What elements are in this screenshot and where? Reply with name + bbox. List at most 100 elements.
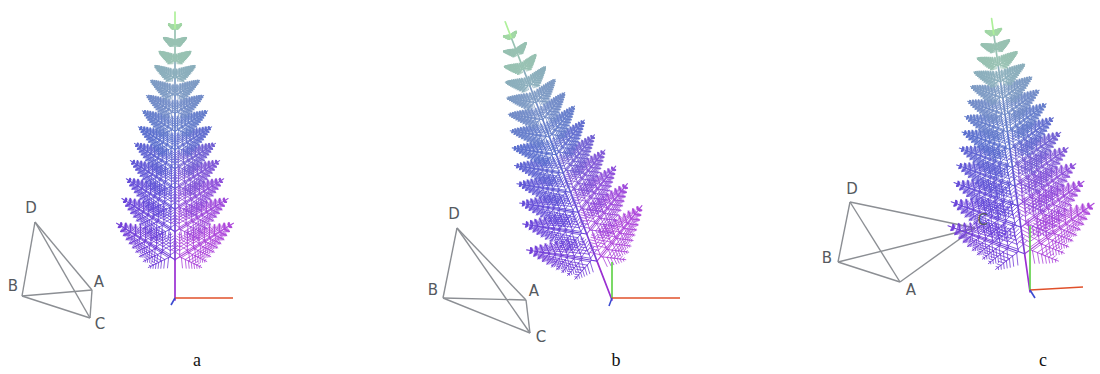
axis-line xyxy=(1030,290,1035,298)
vertex-label: B xyxy=(822,251,832,266)
fern-strokes xyxy=(972,85,1004,104)
axis-line xyxy=(171,298,175,305)
fern-strokes xyxy=(155,66,176,82)
fern-strokes xyxy=(1001,82,1003,98)
fern-strokes xyxy=(140,127,178,156)
tetrahedron-edge xyxy=(838,228,975,262)
fern-strokes xyxy=(168,24,175,28)
vertex-label: C xyxy=(95,317,105,332)
tetrahedron-edge xyxy=(850,202,900,282)
fern-strokes xyxy=(969,100,1006,123)
vertex-label: C xyxy=(536,330,546,345)
fern-strokes xyxy=(174,12,176,28)
axis-line xyxy=(612,297,680,299)
fern-strokes xyxy=(511,31,516,37)
fern-strokes xyxy=(526,213,587,250)
fern-strokes xyxy=(174,189,176,210)
fern-strokes xyxy=(174,169,176,189)
fern-strokes xyxy=(505,22,511,38)
fern-strokes xyxy=(173,127,211,156)
vertex-label: A xyxy=(94,275,104,290)
fern-strokes xyxy=(174,62,176,79)
fern-strokes xyxy=(510,108,543,128)
tetrahedron xyxy=(838,202,975,282)
fern-strokes xyxy=(174,113,176,131)
fern-strokes xyxy=(151,80,177,99)
tetrahedron xyxy=(443,228,530,333)
fern-strokes xyxy=(1013,167,1016,186)
axis-line xyxy=(1030,287,1083,290)
tetrahedron-edge xyxy=(457,228,526,300)
tetrahedron-edge xyxy=(90,290,92,318)
fractal-fern xyxy=(117,12,234,300)
fern-strokes xyxy=(173,80,199,99)
fern-strokes xyxy=(522,193,578,227)
tetrahedron xyxy=(22,222,92,318)
vertex-label: A xyxy=(906,283,916,298)
fern-strokes xyxy=(994,28,1001,35)
fern-strokes xyxy=(506,78,529,92)
fern-strokes xyxy=(174,260,176,300)
fern-strokes xyxy=(1025,254,1030,292)
fern-strokes xyxy=(578,212,586,234)
fern-strokes xyxy=(1003,98,1005,115)
panel-label: b xyxy=(612,351,621,369)
tetrahedron-edge xyxy=(443,298,530,333)
fern-strokes xyxy=(1010,149,1013,167)
fern-strokes xyxy=(536,103,543,120)
fern-strokes xyxy=(176,24,182,29)
fern-strokes xyxy=(1000,77,1031,102)
fern-strokes xyxy=(543,120,550,137)
axis-line xyxy=(175,297,233,299)
vertex-label: D xyxy=(448,207,460,222)
fern-strokes xyxy=(174,209,176,232)
axis-line xyxy=(1029,226,1031,290)
fern-strokes xyxy=(590,207,642,267)
tetrahedron-edge xyxy=(443,228,457,298)
fern-strokes xyxy=(174,96,176,114)
vertex-label: A xyxy=(529,284,539,299)
fern-strokes xyxy=(975,71,1002,87)
fern-strokes xyxy=(174,232,176,260)
fern-strokes xyxy=(985,31,993,36)
tetrahedron-edge xyxy=(443,298,526,300)
fern-strokes xyxy=(530,86,536,103)
vertex-label: D xyxy=(846,182,858,197)
fern-strokes xyxy=(169,24,175,29)
vertex-label: B xyxy=(428,283,438,298)
fern-strokes xyxy=(147,95,177,117)
fern-strokes xyxy=(174,150,176,169)
axes xyxy=(171,226,1083,306)
fern-strokes xyxy=(524,70,530,86)
fern-strokes xyxy=(1021,227,1025,254)
fern-strokes xyxy=(1005,115,1007,132)
fern-strokes xyxy=(998,66,1000,82)
panel-label: c xyxy=(1039,351,1047,369)
tetrahedron-edge xyxy=(22,222,35,296)
tetrahedron-edge xyxy=(22,296,90,318)
tetrahedron-edge xyxy=(35,222,92,290)
fern-strokes xyxy=(174,131,176,149)
fern-strokes xyxy=(174,79,176,96)
fern-strokes xyxy=(1018,206,1021,227)
fern-strokes xyxy=(174,66,195,82)
fern-strokes xyxy=(159,38,176,64)
fern-strokes xyxy=(174,28,176,61)
tetrahedron-edge xyxy=(838,262,900,282)
fern-strokes xyxy=(597,261,612,300)
axis-line xyxy=(609,298,612,306)
tetrahedron-edge xyxy=(526,300,530,333)
fractal-fern xyxy=(948,19,1094,292)
panel-label: a xyxy=(193,351,201,369)
fern-strokes xyxy=(173,95,203,117)
tetrahedron-edge xyxy=(838,202,850,262)
fern-strokes xyxy=(1015,186,1018,206)
vertex-label: B xyxy=(8,279,18,294)
fern-strokes xyxy=(175,24,182,28)
fern-strokes xyxy=(1008,132,1011,150)
vertex-label: C xyxy=(978,213,988,228)
vertex-label: D xyxy=(25,201,37,216)
fern-strokes xyxy=(174,38,191,64)
